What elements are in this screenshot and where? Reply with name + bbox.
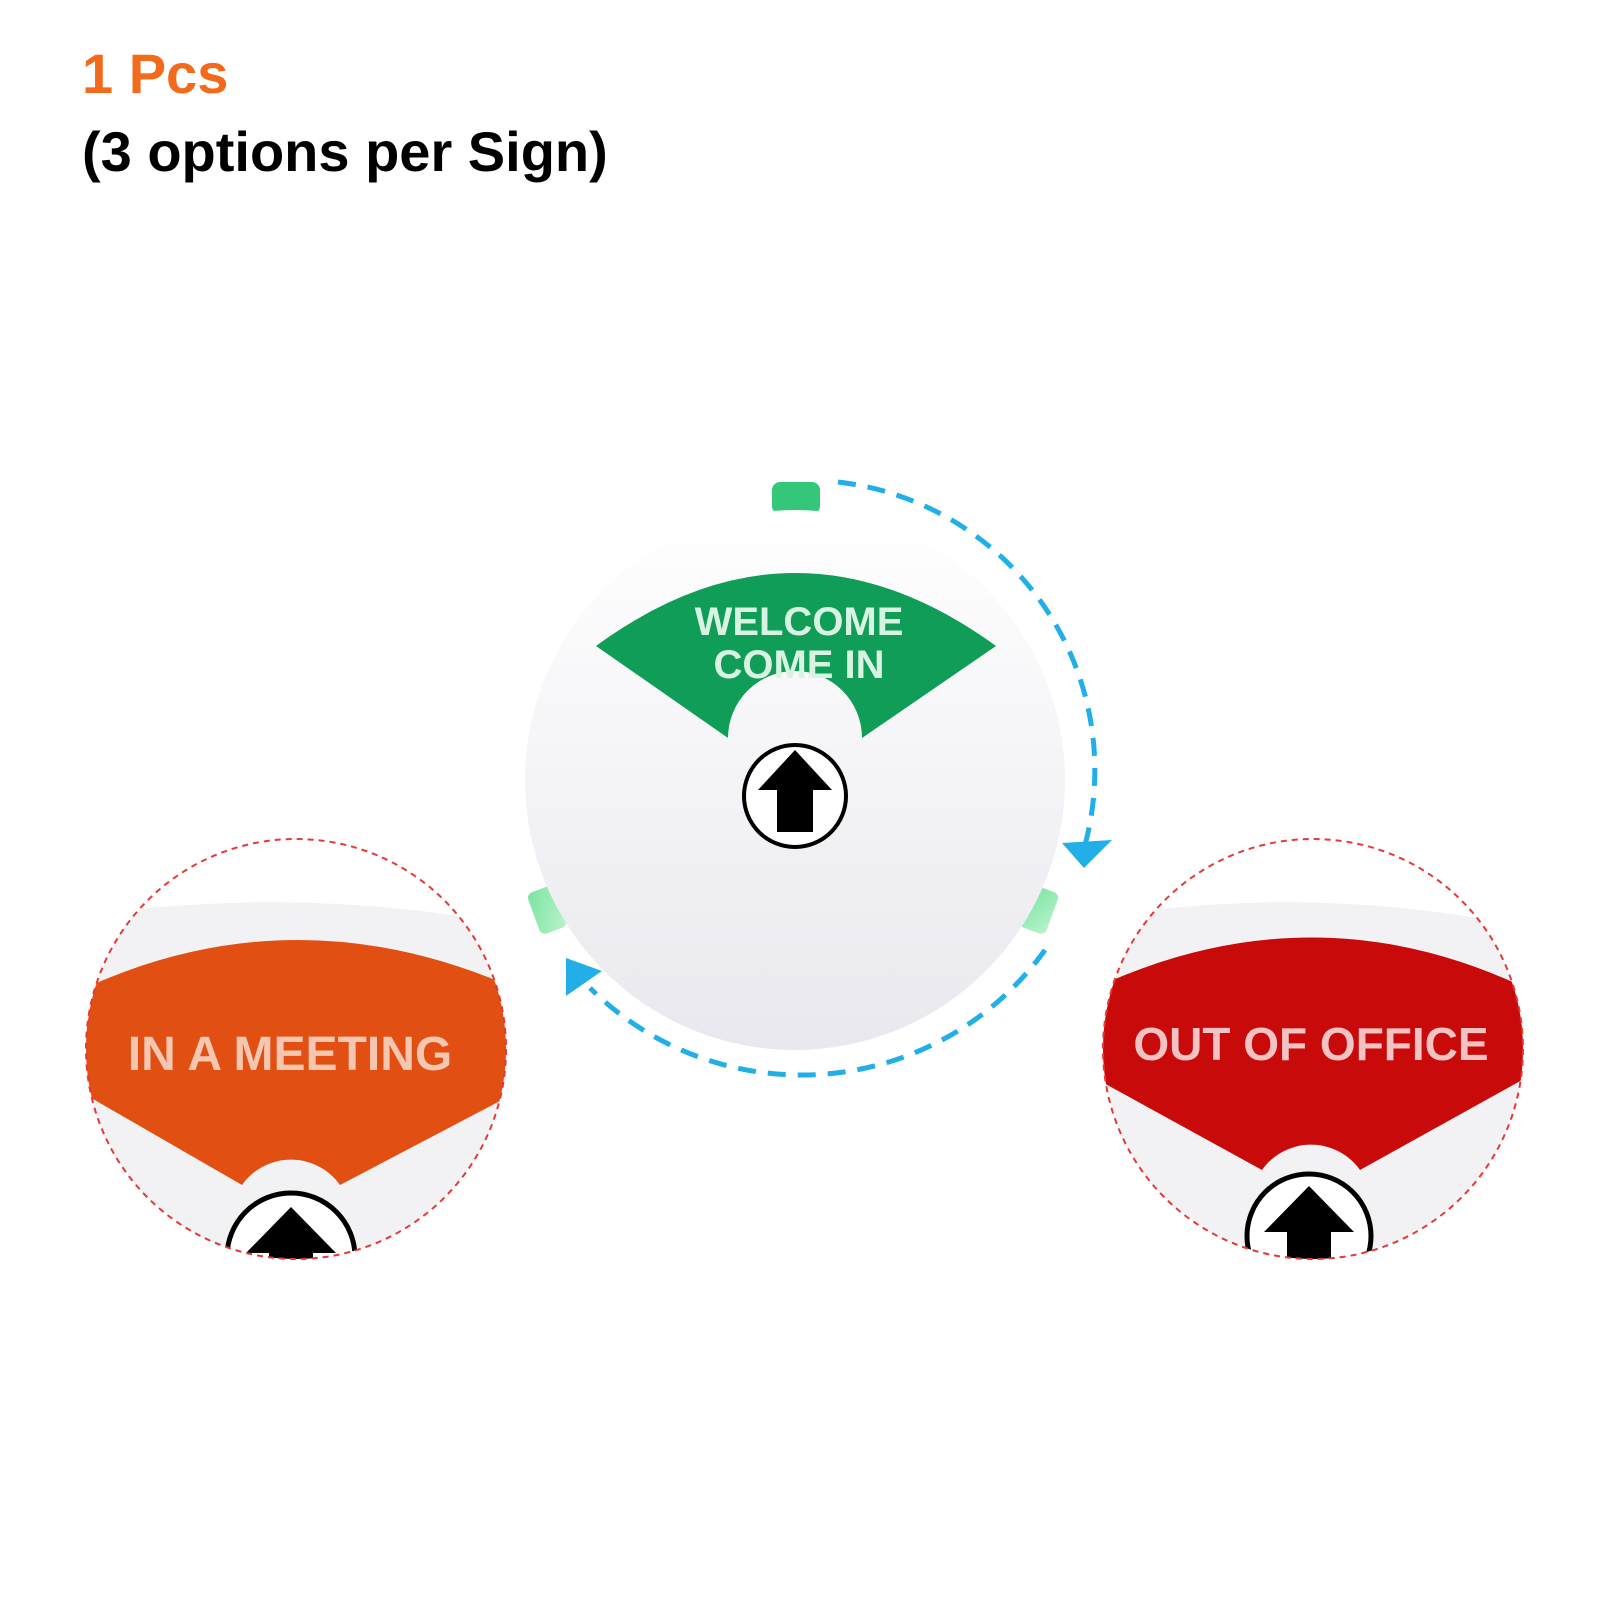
up-arrow-icon xyxy=(742,743,848,849)
zoom-outline-left xyxy=(85,838,507,1260)
sign-center: WELCOME COME IN xyxy=(525,482,1065,1050)
sign-zoom-office: OUT OF OFFICE xyxy=(1102,838,1524,1260)
welcome-line-1: WELCOME xyxy=(695,600,904,644)
welcome-window xyxy=(596,573,996,738)
top-tab xyxy=(772,482,820,514)
welcome-line-2: COME IN xyxy=(713,643,884,687)
options-note: (3 options per Sign) xyxy=(82,120,608,183)
zoom-outline-right xyxy=(1102,838,1524,1260)
up-arrow-icon xyxy=(224,1190,358,1259)
rotation-arrow-icon xyxy=(566,479,1112,1078)
office-label: OUT OF OFFICE xyxy=(1133,1018,1488,1070)
up-arrow-icon xyxy=(1244,1171,1374,1259)
office-window xyxy=(1103,937,1523,1170)
sign-zoom-meeting: IN A MEETING xyxy=(85,838,507,1260)
quantity-label: 1 Pcs xyxy=(82,42,229,105)
meeting-window xyxy=(86,940,506,1185)
meeting-label: IN A MEETING xyxy=(128,1028,452,1081)
